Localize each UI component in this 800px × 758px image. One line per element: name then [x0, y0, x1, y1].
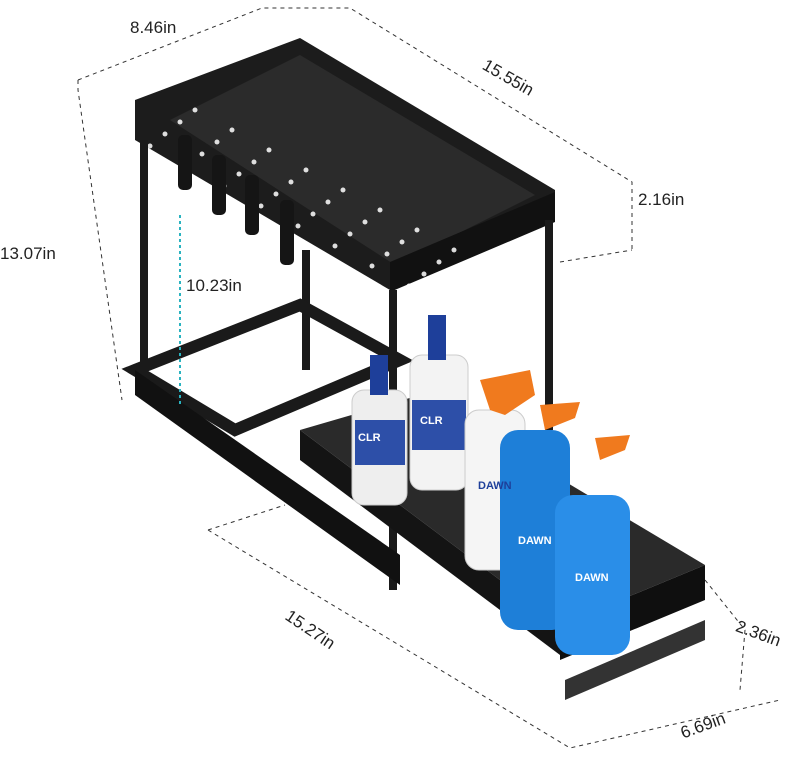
- perforation-dot: [191, 207, 197, 213]
- perforation-dot: [273, 191, 279, 197]
- perforation-dot: [443, 303, 449, 309]
- perforation-dot: [214, 139, 220, 145]
- perforation-dot: [288, 179, 294, 185]
- bottle-label: DAWN: [575, 572, 609, 584]
- perforation-dot: [154, 187, 160, 193]
- perforation-dot: [473, 279, 479, 285]
- perforation-dot: [369, 263, 375, 269]
- perforation-dot: [362, 219, 368, 225]
- bottle-label: CLR: [358, 432, 381, 444]
- perforation-dot: [132, 155, 138, 161]
- bottles: [351, 315, 630, 655]
- perforation-dot: [162, 131, 168, 137]
- perforation-dot: [399, 239, 405, 245]
- perforation-dot: [117, 167, 123, 173]
- dim-total-height: 13.07in: [0, 244, 56, 263]
- perforation-dot: [488, 267, 494, 273]
- perforation-dot: [325, 199, 331, 205]
- perforation-dot: [458, 291, 464, 297]
- perforation-dot: [266, 147, 272, 153]
- perforation-dot: [354, 275, 360, 281]
- perforation-dot: [206, 195, 212, 201]
- perforation-dot: [332, 243, 338, 249]
- perforation-dot: [147, 143, 153, 149]
- shelf-perforations: [117, 107, 494, 333]
- perforation-dot: [258, 203, 264, 209]
- perforation-dot: [436, 259, 442, 265]
- base-frame: [121, 298, 414, 585]
- bottle-label: DAWN: [478, 480, 512, 492]
- dimension-lines: [77, 7, 781, 749]
- dim-top-depth: 8.46in: [130, 18, 177, 37]
- dim-top-tier-height: 2.16in: [638, 190, 685, 209]
- perforation-dot: [317, 255, 323, 261]
- perforation-dot: [377, 207, 383, 213]
- perforation-dot: [199, 151, 205, 157]
- hooks: [178, 135, 294, 265]
- bottle-label: CLR: [420, 415, 443, 427]
- perforation-dot: [406, 283, 412, 289]
- top-shelf: [135, 38, 555, 292]
- perforation-dot: [303, 167, 309, 173]
- perforation-dot: [451, 247, 457, 253]
- perforation-dot: [413, 327, 419, 333]
- dim-inner-clearance: 10.23in: [186, 276, 242, 295]
- perforation-dot: [177, 119, 183, 125]
- perforation-dot: [376, 307, 382, 313]
- perforation-dot: [340, 187, 346, 193]
- perforation-dot: [265, 247, 271, 253]
- perforation-dot: [384, 251, 390, 257]
- perforation-dot: [169, 175, 175, 181]
- perforation-dot: [347, 231, 353, 237]
- perforation-dot: [339, 287, 345, 293]
- perforation-dot: [295, 223, 301, 229]
- perforation-dot: [414, 227, 420, 233]
- perforation-dot: [251, 159, 257, 165]
- perforation-dot: [421, 271, 427, 277]
- perforation-dot: [228, 227, 234, 233]
- perforation-dot: [236, 171, 242, 177]
- perforation-dot: [229, 127, 235, 133]
- bottle-label: DAWN: [518, 535, 552, 547]
- perforation-dot: [192, 107, 198, 113]
- perforation-dot: [310, 211, 316, 217]
